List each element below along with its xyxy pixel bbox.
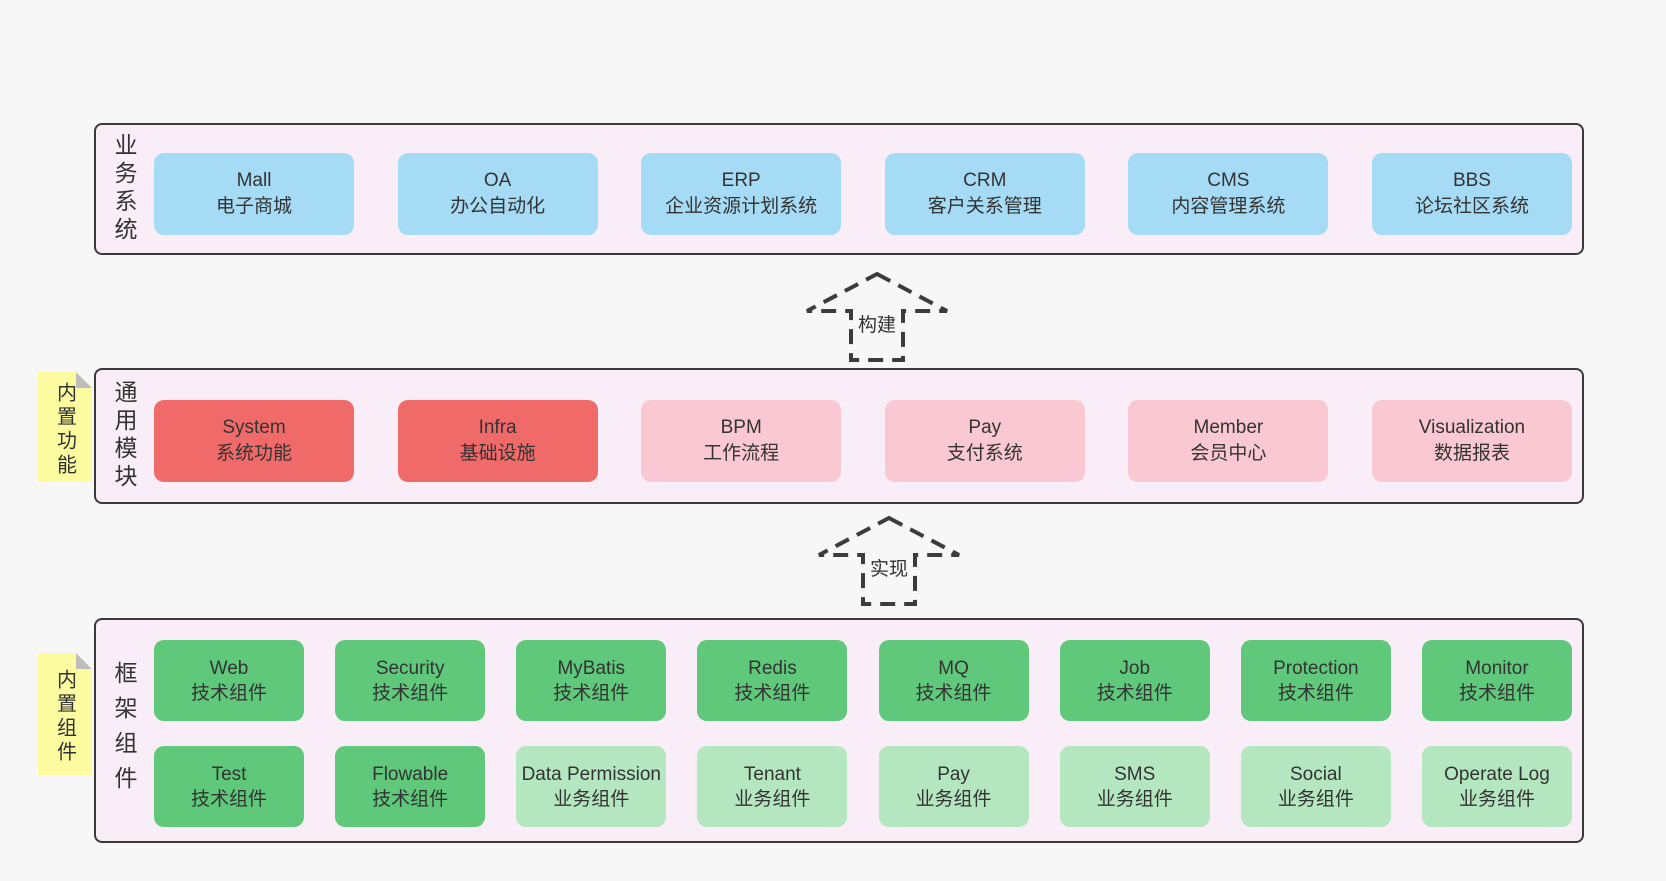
note-label: 内置功能 (53, 382, 76, 478)
box-name: Mall (236, 170, 272, 191)
box-subtitle: 技术组件 (553, 682, 630, 704)
box-name: Web (209, 657, 249, 679)
box-name: Protection (1273, 657, 1359, 679)
box-subtitle: 数据报表 (1433, 443, 1510, 464)
common-modules-panel: 通用模块 System 系统功能 Infra 基础设施 BPM 工作流程 Pay… (94, 368, 1584, 504)
section-label-modules: 通用模块 (111, 380, 137, 492)
box-name: Operate Log (1444, 763, 1550, 785)
box-name: Flowable (372, 763, 449, 785)
implement-arrow-icon: 实现 (818, 515, 960, 606)
note-label: 内置组件 (53, 669, 76, 765)
box-name: CRM (963, 170, 1007, 191)
box-name: Visualization (1418, 417, 1526, 438)
box-subtitle: 系统功能 (215, 443, 292, 464)
box-name: Social (1289, 763, 1342, 785)
box-subtitle: 业务组件 (1096, 788, 1173, 810)
box-pay-module: Pay 支付系统 (884, 400, 1085, 482)
box-name: SMS (1114, 763, 1156, 785)
box-subtitle: 技术组件 (734, 682, 811, 704)
box-name: Pay (937, 763, 970, 785)
box-subtitle: 业务组件 (1277, 788, 1354, 810)
business-systems-panel: 业务系统 Mall 电子商城 OA 办公自动化 ERP 企业资源计划系统 CRM… (94, 123, 1584, 255)
box-operate-log: Operate Log 业务组件 (1421, 746, 1572, 827)
box-subtitle: 论坛社区系统 (1414, 196, 1529, 217)
sticky-note-builtin-features: 内置功能 (38, 372, 92, 482)
box-system: System 系统功能 (154, 400, 354, 482)
box-mall: Mall 电子商城 (154, 153, 354, 235)
box-subtitle: 会员中心 (1190, 443, 1267, 464)
box-bpm: BPM 工作流程 (641, 400, 842, 482)
box-visualization: Visualization 数据报表 (1371, 400, 1572, 482)
box-subtitle: 技术组件 (372, 788, 449, 810)
box-protection: Protection 技术组件 (1240, 640, 1391, 721)
box-subtitle: 技术组件 (1096, 682, 1173, 704)
box-web: Web 技术组件 (154, 640, 304, 721)
implement-arrow-label: 实现 (870, 558, 908, 580)
box-name: Monitor (1465, 657, 1529, 679)
box-subtitle: 业务组件 (553, 788, 630, 810)
box-subtitle: 技术组件 (372, 682, 449, 704)
box-crm: CRM 客户关系管理 (884, 153, 1085, 235)
box-name: System (222, 417, 286, 438)
box-flowable: Flowable 技术组件 (335, 746, 486, 827)
box-subtitle: 业务组件 (915, 788, 992, 810)
build-arrow-icon: 构建 (806, 271, 948, 362)
box-subtitle: 办公自动化 (450, 196, 546, 217)
box-name: Pay (968, 417, 1002, 438)
box-test: Test 技术组件 (154, 746, 304, 827)
box-mq: MQ 技术组件 (878, 640, 1029, 721)
box-subtitle: 技术组件 (1277, 682, 1354, 704)
box-oa: OA 办公自动化 (397, 153, 598, 235)
box-subtitle: 客户关系管理 (927, 196, 1042, 217)
box-monitor: Monitor 技术组件 (1421, 640, 1572, 721)
box-name: CMS (1207, 170, 1250, 191)
box-security: Security 技术组件 (335, 640, 486, 721)
box-name: Test (211, 763, 247, 785)
box-subtitle: 业务组件 (734, 788, 811, 810)
box-tenant: Tenant 业务组件 (697, 746, 848, 827)
box-infra: Infra 基础设施 (397, 400, 598, 482)
box-name: ERP (721, 170, 761, 191)
box-subtitle: 技术组件 (1458, 682, 1535, 704)
box-name: Tenant (743, 763, 801, 785)
box-name: OA (483, 170, 512, 191)
box-name: BBS (1452, 170, 1491, 191)
box-mybatis: MyBatis 技术组件 (516, 640, 667, 721)
box-subtitle: 支付系统 (946, 443, 1023, 464)
box-subtitle: 业务组件 (1458, 788, 1535, 810)
box-name: MQ (938, 657, 969, 679)
box-subtitle: 工作流程 (703, 443, 780, 464)
box-name: Member (1193, 417, 1264, 438)
box-subtitle: 企业资源计划系统 (665, 196, 818, 217)
box-pay-component: Pay 业务组件 (878, 746, 1029, 827)
box-erp: ERP 企业资源计划系统 (641, 153, 842, 235)
box-sms: SMS 业务组件 (1059, 746, 1210, 827)
box-name: Infra (478, 417, 517, 438)
section-label-components: 框架组件 (111, 660, 137, 801)
box-name: Job (1119, 657, 1151, 679)
box-data-permission: Data Permission 业务组件 (516, 746, 667, 827)
framework-components-panel: 框架组件 Web 技术组件 Security 技术组件 MyBatis 技术组件… (94, 618, 1584, 843)
box-subtitle: 技术组件 (190, 682, 267, 704)
box-subtitle: 电子商城 (215, 196, 292, 217)
box-redis: Redis 技术组件 (697, 640, 848, 721)
box-name: Data Permission (521, 763, 661, 785)
box-job: Job 技术组件 (1059, 640, 1210, 721)
build-arrow-label: 构建 (858, 314, 896, 336)
section-label-business: 业务系统 (111, 133, 137, 245)
box-subtitle: 技术组件 (915, 682, 992, 704)
box-subtitle: 技术组件 (190, 788, 267, 810)
box-name: Redis (748, 657, 797, 679)
box-name: BPM (720, 417, 762, 438)
box-name: MyBatis (557, 657, 626, 679)
sticky-note-builtin-components: 内置组件 (38, 653, 92, 775)
box-cms: CMS 内容管理系统 (1128, 153, 1329, 235)
box-social: Social 业务组件 (1240, 746, 1391, 827)
box-name: Security (375, 657, 445, 679)
box-member: Member 会员中心 (1128, 400, 1329, 482)
box-bbs: BBS 论坛社区系统 (1371, 153, 1572, 235)
box-subtitle: 基础设施 (459, 443, 536, 464)
box-subtitle: 内容管理系统 (1171, 196, 1286, 217)
